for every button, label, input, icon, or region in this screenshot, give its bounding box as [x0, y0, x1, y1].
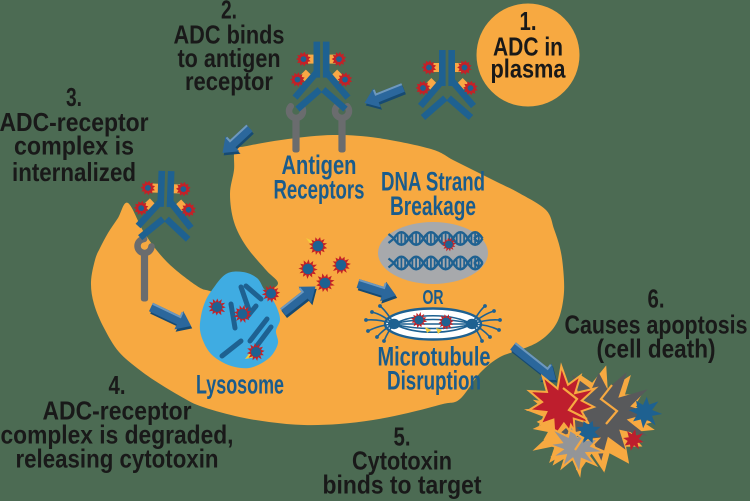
svg-text:releasing cytotoxin: releasing cytotoxin: [16, 444, 219, 474]
svg-text:1.: 1.: [520, 6, 537, 36]
svg-text:OR: OR: [423, 287, 444, 309]
svg-text:ADC-receptor: ADC-receptor: [0, 107, 149, 137]
svg-text:6.: 6.: [648, 284, 665, 314]
svg-text:Causes apoptosis: Causes apoptosis: [565, 310, 748, 340]
svg-text:Microtubule: Microtubule: [378, 342, 491, 372]
svg-text:receptor: receptor: [185, 66, 273, 96]
svg-text:Lysosome: Lysosome: [196, 370, 284, 400]
svg-text:Antigen: Antigen: [282, 150, 357, 180]
svg-text:to antigen: to antigen: [178, 43, 281, 73]
svg-text:Cytotoxin: Cytotoxin: [352, 446, 452, 476]
svg-text:5.: 5.: [394, 422, 411, 452]
svg-text:2.: 2.: [221, 0, 237, 25]
svg-text:ADC binds: ADC binds: [174, 20, 285, 50]
svg-text:plasma: plasma: [491, 54, 566, 84]
svg-text:complex is: complex is: [14, 131, 134, 161]
svg-text:(cell death): (cell death): [597, 334, 716, 364]
svg-text:binds to target: binds to target: [323, 470, 482, 500]
svg-text:internalized: internalized: [12, 157, 136, 187]
svg-text:3.: 3.: [66, 82, 82, 112]
svg-text:4.: 4.: [109, 370, 126, 400]
svg-text:Breakage: Breakage: [390, 191, 476, 221]
svg-text:complex is degraded,: complex is degraded,: [1, 420, 234, 450]
svg-text:ADC in: ADC in: [493, 32, 563, 62]
svg-text:ADC-receptor: ADC-receptor: [43, 396, 192, 426]
svg-text:Disruption: Disruption: [387, 366, 481, 396]
svg-text:DNA Strand: DNA Strand: [381, 167, 485, 197]
svg-text:Receptors: Receptors: [274, 175, 365, 205]
